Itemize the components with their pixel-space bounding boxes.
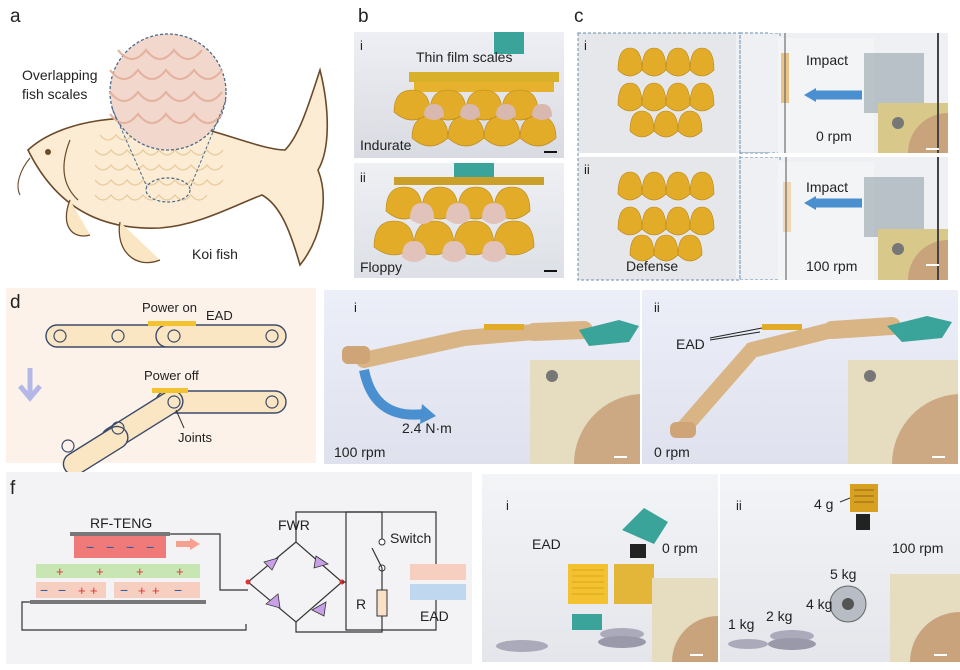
sublabel-g-ii: ii — [736, 498, 742, 513]
label-4-g: 4 g — [814, 496, 834, 512]
svg-text:+: + — [56, 564, 64, 579]
label-100-rpm-e: 100 rpm — [334, 444, 386, 460]
label-power-off: Power off — [144, 368, 199, 383]
panel-a: a Overlapping fish scales K — [0, 0, 345, 290]
label-100-rpm-c: 100 rpm — [806, 258, 858, 274]
svg-text:+: + — [176, 564, 184, 579]
scale-bar-g-i — [690, 654, 703, 656]
photo-b-ii — [354, 163, 564, 278]
label-0-rpm-c: 0 rpm — [816, 128, 852, 144]
label-ead-g: EAD — [532, 536, 561, 552]
photo-e-i — [324, 290, 640, 464]
sublabel-c-ii: ii — [584, 162, 590, 177]
photo-g-i — [482, 474, 718, 662]
label-4-kg: 4 kg — [806, 596, 833, 612]
label-fwr: FWR — [278, 517, 310, 533]
panel-letter-b: b — [358, 6, 369, 27]
scale-bar-g-ii — [934, 654, 947, 656]
panel-letter-f: f — [10, 478, 16, 499]
svg-text:−: − — [174, 582, 182, 598]
sublabel-b-i: i — [360, 38, 363, 53]
label-overlapping-fish-scales: Overlapping fish scales — [22, 67, 98, 102]
panel-b: b i — [348, 0, 568, 280]
label-impact-1: Impact — [806, 52, 849, 68]
sublabel-e-ii: ii — [654, 300, 660, 315]
sublabel-b-ii: ii — [360, 170, 366, 185]
sublabel-e-i: i — [354, 300, 357, 315]
panel-c: c — [570, 0, 960, 285]
svg-text:+: + — [96, 564, 104, 579]
label-0-rpm-g: 0 rpm — [662, 540, 698, 556]
scale-bar-e-i — [614, 456, 627, 458]
scale-bar-b-i — [544, 151, 557, 153]
svg-text:−: − — [106, 539, 114, 555]
label-torque: 2.4 N·m — [402, 420, 452, 436]
zoom-lines-c — [577, 32, 770, 281]
svg-text:−: − — [126, 539, 134, 555]
koi-fish-illustration — [17, 33, 329, 267]
panel-f: f ++++ ++++ +++ −−−− −−−− −−− — [6, 472, 472, 664]
label-r: R — [356, 596, 367, 612]
panel-d: d Power on EAD Power off Joints — [6, 288, 316, 476]
label-thin-film-scales: Thin film scales — [416, 49, 513, 65]
panel-letter-d: d — [10, 292, 21, 313]
svg-text:−: − — [40, 582, 48, 598]
label-0-rpm-e: 0 rpm — [654, 444, 690, 460]
svg-text:+: + — [152, 583, 160, 598]
svg-text:−: − — [120, 582, 128, 598]
circuit-diagram: ++++ ++++ +++ −−−− −−−− −−− — [21, 511, 466, 633]
label-indurate: Indurate — [360, 137, 412, 153]
panel-e: e i 2.4 N·m 100 rpm — [318, 288, 960, 466]
panel-g: g i EAD 0 rpm — [476, 472, 960, 664]
scale-bar-b-ii — [544, 270, 557, 272]
label-100-rpm-g: 100 rpm — [892, 540, 944, 556]
scale-bar-c-ii — [926, 264, 939, 266]
panel-letter-c: c — [574, 6, 584, 27]
label-floppy: Floppy — [360, 259, 403, 275]
label-1-kg: 1 kg — [728, 616, 755, 632]
svg-text:+: + — [136, 564, 144, 579]
label-ead-d: EAD — [206, 308, 233, 323]
scale-bar-c-i — [926, 148, 939, 150]
svg-text:+: + — [78, 583, 86, 598]
sublabel-c-i: i — [584, 38, 587, 53]
label-ead-e: EAD — [676, 336, 705, 352]
svg-text:−: − — [58, 582, 66, 598]
label-ead-f: EAD — [420, 608, 449, 624]
panel-letter-a: a — [10, 6, 21, 27]
label-impact-2: Impact — [806, 179, 849, 195]
scale-bar-e-ii — [932, 456, 945, 458]
photo-b-i — [354, 32, 564, 158]
label-2-kg: 2 kg — [766, 608, 793, 624]
svg-text:+: + — [90, 583, 98, 598]
label-joints: Joints — [178, 430, 212, 445]
svg-text:+: + — [138, 583, 146, 598]
svg-text:−: − — [146, 539, 154, 555]
label-defense: Defense — [626, 258, 679, 274]
sublabel-g-i: i — [506, 498, 509, 513]
label-power-on: Power on — [142, 300, 197, 315]
photo-g-ii — [720, 474, 960, 662]
photo-e-ii — [642, 290, 958, 464]
photo-c-i — [578, 33, 948, 153]
label-switch: Switch — [390, 530, 432, 546]
label-koi-fish: Koi fish — [192, 246, 238, 262]
label-rf-teng: RF-TENG — [90, 515, 153, 531]
photo-c-ii — [578, 157, 948, 280]
label-5-kg: 5 kg — [830, 566, 857, 582]
joint-diagram — [18, 321, 287, 476]
svg-text:−: − — [86, 539, 94, 555]
